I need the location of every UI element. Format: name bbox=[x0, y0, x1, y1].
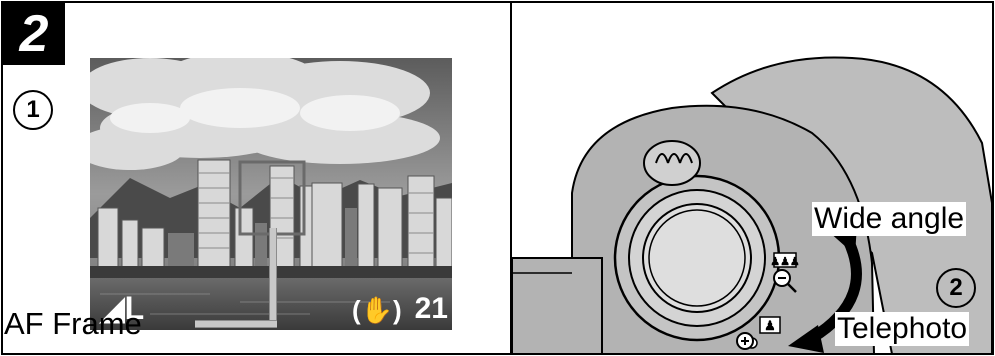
wide-angle-label: Wide angle bbox=[812, 202, 966, 236]
step-number-badge: 2 bbox=[3, 3, 65, 65]
camera-illustration: ♟♟♟ ♟ bbox=[512, 3, 992, 354]
zoom-in-icon bbox=[737, 333, 753, 349]
wide-angle-icon: ♟♟♟ bbox=[770, 253, 800, 268]
callout-1: 1 bbox=[13, 90, 53, 130]
callout-2: 2 bbox=[936, 268, 976, 308]
af-frame-label: AF Frame bbox=[4, 306, 142, 342]
camera-body-drawing: ♟♟♟ ♟ bbox=[512, 3, 992, 354]
shots-remaining-count: 21 bbox=[415, 294, 448, 324]
telephoto-label: Telephoto bbox=[835, 312, 969, 346]
af-frame-leader-horizontal bbox=[195, 320, 277, 328]
camera-shake-warning-icon: (✋) bbox=[352, 296, 402, 324]
af-frame-leader-vertical bbox=[269, 228, 277, 328]
svg-text:♟: ♟ bbox=[764, 318, 776, 333]
telephoto-icon: ♟ bbox=[760, 317, 780, 333]
svg-text:♟♟♟: ♟♟♟ bbox=[770, 256, 800, 268]
